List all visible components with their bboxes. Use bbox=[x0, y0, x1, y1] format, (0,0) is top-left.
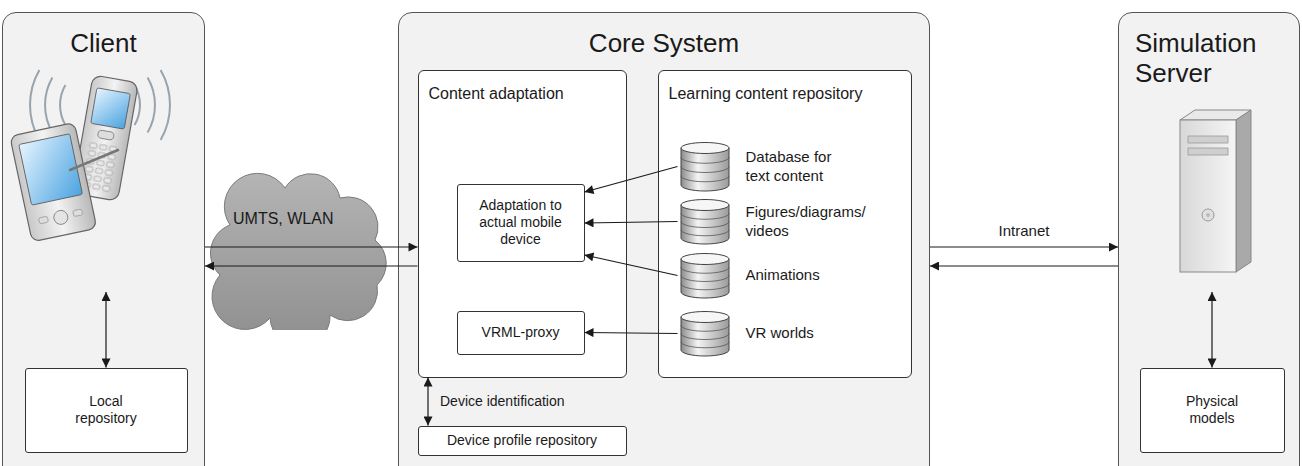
illustration-part bbox=[19, 134, 83, 205]
database-label: VR worlds bbox=[746, 324, 814, 343]
system-panel: Simulation ServerPhysical models bbox=[1118, 12, 1300, 466]
cylinder-body bbox=[681, 148, 729, 191]
edge-label: Device identification bbox=[440, 393, 565, 409]
process-box: Local repository bbox=[25, 368, 188, 453]
illustration-part bbox=[1180, 110, 1251, 120]
process-box: Physical models bbox=[1140, 368, 1285, 453]
database-cylinder bbox=[680, 142, 730, 192]
cylinder-stripe bbox=[681, 275, 729, 281]
connector bbox=[585, 222, 678, 224]
pda-device bbox=[10, 122, 97, 241]
illustration-part bbox=[38, 216, 48, 224]
cylinder-top bbox=[681, 253, 729, 264]
illustration-part bbox=[91, 88, 131, 129]
cloud-outline bbox=[211, 173, 387, 330]
connector bbox=[1211, 292, 1212, 368]
cylinder-top bbox=[681, 142, 729, 153]
box-label: Adaptation to actual mobile device bbox=[473, 197, 569, 247]
database-cylinder bbox=[680, 253, 730, 299]
illustration-part bbox=[80, 141, 119, 194]
illustration-part bbox=[72, 75, 138, 201]
connector bbox=[205, 265, 418, 266]
box-label: Device profile repository bbox=[447, 432, 597, 449]
cylinder-stripe bbox=[681, 213, 729, 219]
connector bbox=[105, 292, 106, 368]
illustration-part bbox=[148, 78, 155, 133]
illustration-part bbox=[1188, 148, 1228, 155]
database-label: Figures/diagrams/ videos bbox=[746, 203, 886, 241]
cylinder-stripe bbox=[681, 267, 729, 273]
cylinder-stripe bbox=[681, 175, 729, 181]
box-label: Local repository bbox=[61, 393, 151, 427]
edge-label: Intranet bbox=[999, 222, 1050, 239]
cylinder-stripe bbox=[681, 325, 729, 331]
process-box: Adaptation to actual mobile device bbox=[457, 184, 585, 262]
illustration-part bbox=[73, 209, 83, 217]
group-box: Content adaptationAdaptation to actual m… bbox=[418, 70, 627, 378]
illustration-part bbox=[161, 70, 170, 140]
database: Animations bbox=[678, 253, 900, 299]
cylinder-stripe bbox=[681, 283, 729, 289]
database-cylinder bbox=[680, 199, 730, 245]
cylinder-top bbox=[681, 199, 729, 210]
cylinder-stripe bbox=[681, 157, 729, 163]
network-label: UMTS, WLAN bbox=[233, 210, 333, 228]
connector bbox=[930, 246, 1118, 247]
cylinder-top bbox=[681, 311, 729, 322]
illustration-part bbox=[1206, 213, 1210, 217]
group-box: Learning content repositoryDatabase for … bbox=[658, 70, 912, 378]
group-heading: Content adaptation bbox=[429, 85, 618, 103]
illustration-part bbox=[10, 122, 97, 241]
system-panel: ClientLocal repository bbox=[2, 12, 205, 466]
panel-title: Client bbox=[3, 29, 204, 59]
illustration-part bbox=[135, 85, 140, 125]
cylinder-stripe bbox=[681, 229, 729, 235]
illustration-part bbox=[53, 209, 70, 226]
database-cylinder bbox=[680, 311, 730, 357]
illustration-part bbox=[97, 130, 114, 141]
illustration-part bbox=[45, 78, 52, 133]
database: Database for text content bbox=[678, 142, 900, 192]
database-label: Database for text content bbox=[746, 148, 856, 186]
connector bbox=[585, 333, 678, 334]
box-label: Physical models bbox=[1167, 393, 1257, 427]
network-cloud: UMTS, WLAN bbox=[205, 160, 392, 330]
panel-title: Core System bbox=[399, 29, 929, 59]
illustration-part bbox=[1236, 110, 1251, 272]
connector bbox=[585, 167, 678, 193]
cloud-shape bbox=[205, 160, 392, 330]
illustration-part bbox=[1180, 120, 1236, 272]
cylinder-stripe bbox=[681, 221, 729, 227]
server-tower bbox=[1180, 110, 1251, 272]
connector bbox=[205, 246, 418, 247]
group-heading: Learning content repository bbox=[669, 85, 903, 103]
panel-title: Simulation Server bbox=[1119, 29, 1299, 89]
database: VR worlds bbox=[678, 311, 900, 357]
cylinder-stripe bbox=[681, 166, 729, 172]
process-box: Device profile repository bbox=[418, 426, 627, 456]
pda-stylus bbox=[70, 150, 118, 170]
cylinder-stripe bbox=[681, 333, 729, 339]
mobile-phone bbox=[72, 75, 138, 201]
connector bbox=[585, 255, 678, 276]
connector bbox=[427, 378, 428, 426]
box-label: VRML-proxy bbox=[482, 324, 560, 341]
database: Figures/diagrams/ videos bbox=[678, 199, 900, 245]
connector bbox=[930, 265, 1118, 266]
signal-waves bbox=[30, 70, 170, 140]
illustration-part bbox=[1202, 209, 1214, 221]
illustration-part bbox=[60, 85, 65, 125]
cylinder-stripe bbox=[681, 341, 729, 347]
database-label: Animations bbox=[746, 266, 820, 285]
illustration-part bbox=[1188, 136, 1228, 143]
illustration-part bbox=[30, 70, 39, 140]
process-box: VRML-proxy bbox=[457, 311, 585, 355]
